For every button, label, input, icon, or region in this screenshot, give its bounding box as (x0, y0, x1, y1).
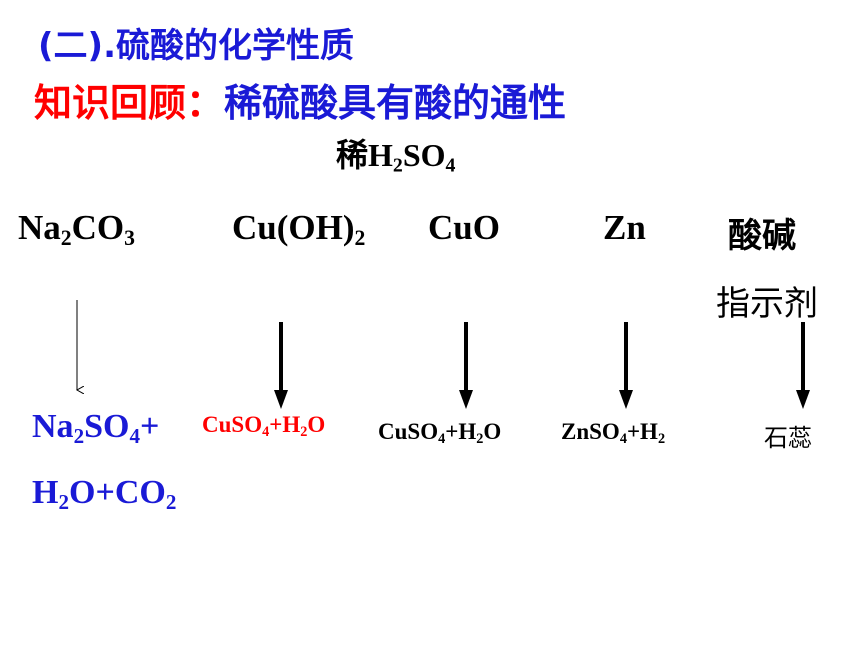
dilute-prefix: 稀 (336, 136, 369, 174)
formula-subscript: 2 (73, 423, 85, 448)
formula-subscript: 4 (262, 423, 270, 440)
formula-subscript: 2 (354, 226, 366, 251)
product-sodium-sulfate: Na2SO4+ (32, 408, 159, 446)
formula-part: +H (269, 412, 301, 437)
formula-part: Cu(OH) (232, 208, 355, 247)
product-zinc: ZnSO4+H2 (561, 419, 666, 447)
formula-part: CuSO (202, 412, 263, 437)
formula-part: O+CO (69, 474, 166, 511)
arrow-indicator (796, 322, 810, 409)
reagent-indicator-line2: 指示剂 (716, 284, 818, 324)
formula-subscript: 4 (438, 430, 446, 447)
arrow-copper-oxide (459, 322, 473, 409)
reagent-copper-oxide: CuO (428, 208, 500, 247)
formula-part: O (483, 419, 502, 444)
formula-subscript: 4 (129, 423, 141, 448)
formula-part: ZnSO (561, 419, 620, 444)
formula-part: O (307, 412, 326, 437)
arrow-zinc (619, 322, 633, 409)
formula-part: H (32, 474, 59, 511)
formula-part: SO (402, 137, 446, 173)
product-litmus: 石蕊 (764, 424, 812, 452)
formula-part: SO (84, 408, 130, 445)
formula-part: Na (18, 208, 61, 247)
formula-part: Na (32, 408, 74, 445)
product-copper-hydroxide: CuSO4+H2O (202, 412, 326, 440)
reagent-zinc: Zn (603, 208, 646, 247)
arrow-copper-hydroxide (274, 322, 288, 409)
product-copper-oxide: CuSO4+H2O (378, 419, 502, 447)
formula-subscript: 4 (445, 154, 456, 177)
formula-part: +H (445, 419, 477, 444)
formula-subscript: 2 (300, 423, 308, 440)
knowledge-review: 知识回顾：稀硫酸具有酸的通性 (34, 72, 566, 127)
reagent-copper-hydroxide: Cu(OH)2 (232, 208, 366, 251)
slide-heading: (二).硫酸的化学性质 (38, 26, 354, 66)
formula-part: CuSO (378, 419, 439, 444)
dilute-sulfuric-acid: 稀H2SO4 (336, 130, 455, 176)
product-water-carbon-dioxide: H2O+CO2 (32, 474, 176, 512)
formula-subscript: 2 (657, 430, 666, 447)
formula-part: CO (71, 208, 125, 247)
formula-part: H (368, 137, 393, 173)
review-label: 知识回顾： (34, 81, 225, 125)
reagent-indicator-line1: 酸碱 (728, 216, 796, 256)
formula-subscript: 2 (165, 489, 177, 514)
review-text: 稀硫酸具有酸的通性 (224, 81, 567, 125)
formula-subscript: 3 (124, 226, 135, 251)
formula-subscript: 2 (58, 489, 69, 514)
formula-part: + (140, 408, 160, 445)
formula-subscript: 4 (619, 430, 627, 447)
reagent-sodium-carbonate: Na2CO3 (18, 208, 135, 251)
formula-part: +H (626, 419, 658, 444)
formula-subscript: 2 (476, 430, 484, 447)
formula-subscript: 2 (392, 154, 403, 177)
formula-subscript: 2 (60, 226, 72, 251)
